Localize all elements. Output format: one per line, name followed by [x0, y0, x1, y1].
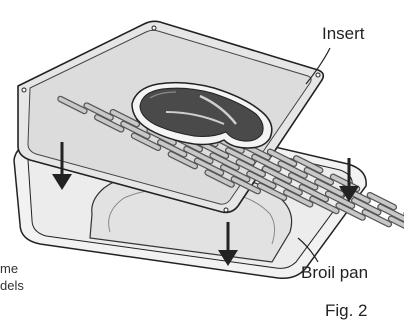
broil-pan-label: Broil pan — [301, 264, 368, 281]
insert-corner-hole — [152, 26, 156, 30]
insert-corner-hole — [224, 208, 228, 212]
figure-caption: Fig. 2 — [325, 302, 368, 319]
insert-label: Insert — [322, 25, 365, 42]
side-note-line: me — [0, 262, 18, 275]
insert-corner-hole — [22, 88, 26, 92]
insert-corner-hole — [316, 73, 320, 77]
side-note-line: dels — [0, 279, 24, 292]
